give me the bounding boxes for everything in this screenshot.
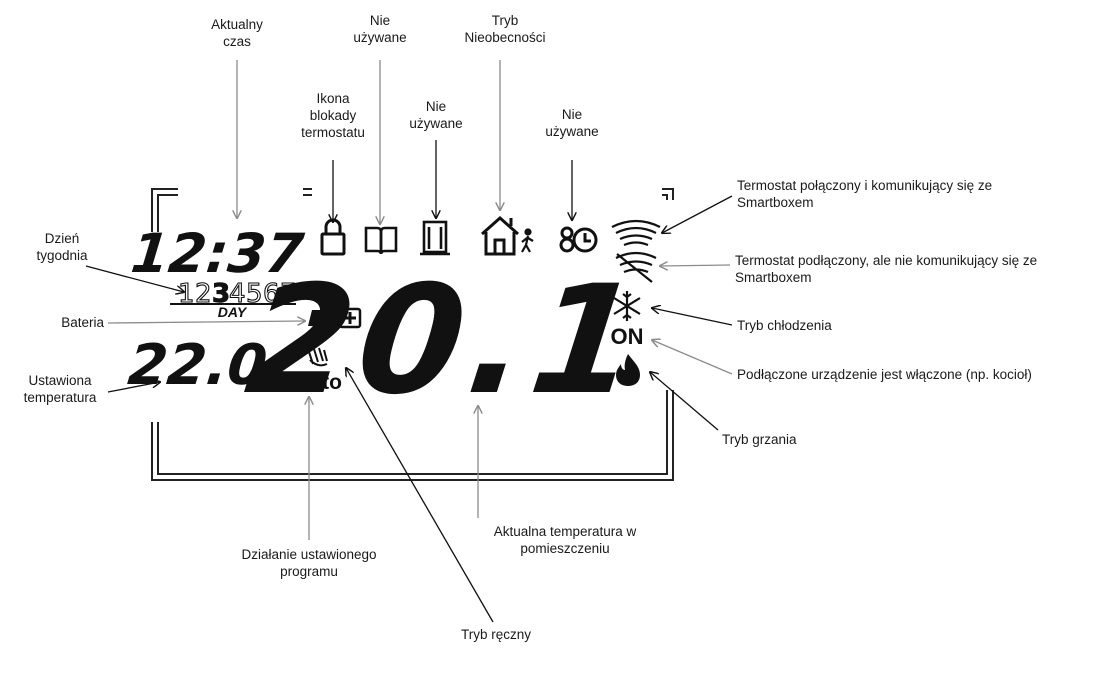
day-label: DAY — [218, 304, 248, 320]
arrow-heating — [650, 372, 719, 431]
weekday-5: 5 — [246, 279, 263, 309]
set-temperature-display: 22.0 — [125, 333, 270, 398]
wifi-icon — [611, 219, 661, 247]
label-current-time: Aktualny czas — [211, 17, 263, 49]
label-wifi-connected: Termostat połączony i komunikujący się z… — [737, 178, 993, 210]
arrow-set-temp — [107, 382, 160, 393]
clock-icon — [559, 226, 598, 253]
arrow-wifi-disconnected — [660, 265, 731, 266]
label-device-on: Podłączone urządzenie jest włączone (np.… — [737, 367, 1032, 382]
wifi-crossed-icon — [615, 251, 657, 283]
weekday-3: 3 — [212, 279, 230, 309]
arrow-device-on — [652, 340, 733, 375]
walking-person-icon — [521, 228, 534, 253]
current-temperature-display: 20.1 — [238, 253, 654, 428]
label-unused-1: Nie używane — [353, 13, 407, 45]
time-display: 12:37 — [128, 222, 307, 285]
auto-mode-label: Auto — [294, 371, 342, 394]
book-icon — [364, 226, 398, 255]
label-manual: Tryb ręczny — [460, 627, 531, 642]
weekday-4: 4 — [229, 279, 246, 309]
flame-icon — [616, 354, 640, 386]
label-program: Działanie ustawionego programu — [241, 547, 377, 579]
label-unused-3: Nie używane — [545, 107, 599, 139]
weekday-6: 6 — [263, 279, 280, 309]
arrow-battery — [107, 321, 305, 323]
label-heating: Tryb grzania — [722, 432, 797, 447]
label-cooling: Tryb chłodzenia — [737, 318, 832, 333]
annotation-arrows — [85, 60, 733, 623]
label-wifi-disconnected: Termostat podłączony, ale nie komunikują… — [735, 253, 1038, 285]
label-room-temp: Aktualna temperatura w pomieszczeniu — [493, 524, 637, 556]
weekday-2: 2 — [195, 279, 212, 309]
house-person-icon — [481, 215, 519, 256]
window-icon — [420, 220, 450, 256]
label-set-temp: Ustawiona temperatura — [23, 373, 97, 405]
hand-icon — [308, 347, 328, 367]
label-unused-2: Nie używane — [409, 99, 463, 131]
label-day-of-week: Dzień tygodnia — [36, 231, 88, 263]
battery-icon — [308, 307, 362, 329]
weekday-7: 7 — [280, 279, 297, 309]
arrow-manual — [346, 368, 494, 623]
arrow-cooling — [652, 308, 733, 326]
lock-icon — [320, 218, 346, 256]
arrow-wifi-connected — [662, 195, 733, 233]
label-away-mode: Tryb Nieobecności — [464, 13, 546, 45]
arrow-day-of-week — [85, 265, 184, 292]
label-battery: Bateria — [61, 315, 104, 330]
device-on-label: ON — [611, 324, 644, 349]
snowflake-icon — [613, 291, 641, 321]
label-lock: Ikona blokady termostatu — [301, 91, 365, 140]
